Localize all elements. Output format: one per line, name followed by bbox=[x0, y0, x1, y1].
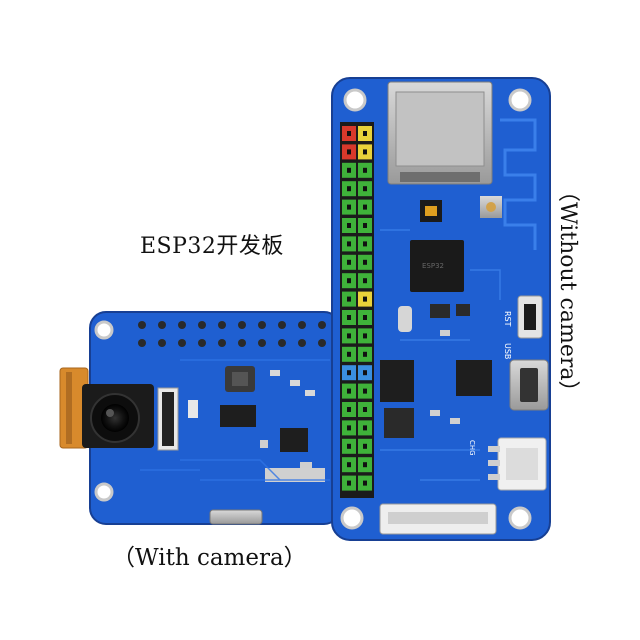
header-pin bbox=[363, 370, 367, 376]
header-pin bbox=[363, 388, 367, 394]
header-pin bbox=[363, 333, 367, 339]
svg-text:ESP32: ESP32 bbox=[422, 262, 444, 270]
mounting-hole-icon bbox=[340, 88, 532, 530]
header-pin bbox=[363, 443, 367, 449]
header-pin bbox=[363, 149, 367, 155]
header-pin bbox=[347, 149, 351, 155]
header-pin bbox=[347, 278, 351, 284]
header-pin bbox=[363, 131, 367, 136]
header-pin bbox=[347, 443, 351, 449]
header-pin bbox=[347, 351, 351, 357]
svg-text:USB: USB bbox=[503, 343, 512, 359]
board-with-camera bbox=[59, 311, 341, 525]
header-pin bbox=[363, 223, 367, 228]
svg-text:RST: RST bbox=[503, 311, 512, 327]
svg-text:CHG: CHG bbox=[468, 440, 476, 456]
header-pin bbox=[347, 204, 351, 210]
header-pin bbox=[347, 131, 351, 136]
with-camera-caption: （With camera） bbox=[112, 545, 307, 571]
header-pin bbox=[363, 204, 367, 210]
header-pin bbox=[363, 167, 367, 173]
header-pin bbox=[347, 186, 351, 192]
header-pin bbox=[347, 462, 351, 468]
header-pin bbox=[347, 407, 351, 412]
header-pin bbox=[347, 480, 351, 486]
battery-connector-icon: CHG bbox=[468, 437, 547, 491]
board-title-label: ESP32开发板 bbox=[140, 234, 284, 259]
header-pin bbox=[347, 333, 351, 339]
usb-port-icon: USB bbox=[503, 343, 549, 411]
header-pin bbox=[363, 480, 367, 486]
header-pin bbox=[363, 315, 367, 320]
gpio-header-pins bbox=[138, 321, 326, 347]
camera-module-icon bbox=[82, 384, 154, 448]
board-without-camera: ESP32 RST USB CHG bbox=[331, 77, 551, 541]
mounting-hole-icon bbox=[94, 320, 114, 502]
header-pin bbox=[347, 370, 351, 376]
header-pin bbox=[363, 278, 367, 284]
header-pin bbox=[347, 425, 351, 431]
header-pin bbox=[363, 407, 367, 412]
header-pin bbox=[363, 241, 367, 247]
sd-card-slot-icon bbox=[387, 81, 493, 185]
header-pin bbox=[347, 167, 351, 173]
header-pin bbox=[363, 186, 367, 192]
header-pin bbox=[363, 259, 367, 265]
antenna-icon bbox=[500, 118, 537, 250]
header-pin bbox=[347, 259, 351, 265]
header-pin bbox=[363, 462, 367, 468]
header-pin bbox=[363, 296, 367, 302]
header-pin bbox=[347, 388, 351, 394]
header-pin bbox=[347, 296, 351, 302]
header-pin bbox=[347, 223, 351, 228]
header-pin bbox=[347, 315, 351, 320]
rst-button: RST bbox=[503, 295, 543, 339]
header-pin bbox=[347, 241, 351, 247]
header-pin bbox=[363, 351, 367, 357]
header-pin bbox=[363, 425, 367, 431]
without-camera-caption-text: （Without camera） bbox=[555, 180, 580, 403]
without-camera-caption: （Without camera） bbox=[555, 180, 588, 420]
